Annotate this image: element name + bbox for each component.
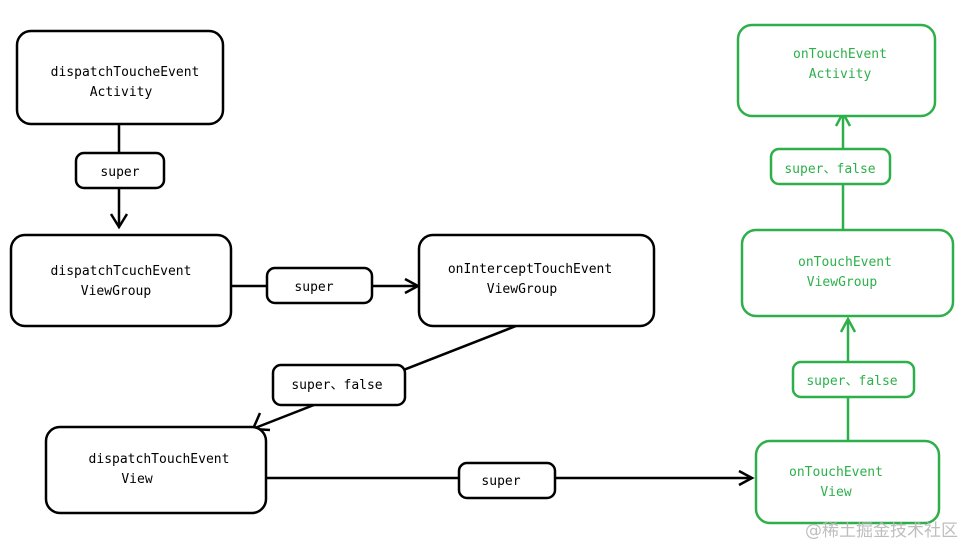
node-ontouch-view: onTouchEvent View — [754, 439, 941, 525]
edge-label-super-false-2: super、false — [769, 147, 892, 186]
edge-label-super-1-text: super — [100, 165, 139, 180]
node-dispatch-activity-line2: Activity — [90, 85, 153, 100]
node-dispatch-activity-line1: dispatchToucheEvent — [51, 65, 200, 80]
edge-label-super-false-3: super、false — [791, 360, 916, 399]
edge-label-super-3: super — [457, 461, 557, 500]
node-intercept-viewgroup: onInterceptTouchEvent ViewGroup — [417, 233, 656, 328]
node-dispatch-activity: dispatchToucheEvent Activity — [15, 29, 225, 126]
arrowhead-right-2 — [738, 469, 755, 487]
node-dispatch-viewgroup: dispatchTcuchEvent ViewGroup — [9, 233, 233, 328]
edge-label-super-3-text: super — [481, 474, 520, 489]
node-ontouch-viewgroup: onTouchEvent ViewGroup — [740, 228, 955, 318]
node-intercept-viewgroup-line2: ViewGroup — [487, 282, 558, 297]
node-dispatch-view-line1: dispatchTouchEvent — [89, 452, 230, 467]
node-ontouch-viewgroup-line2: ViewGroup — [807, 275, 878, 290]
edge-label-super-false-2-text: super、false — [784, 162, 875, 177]
node-dispatch-viewgroup-line1: dispatchTcuchEvent — [51, 264, 192, 279]
node-ontouch-activity-line1: onTouchEvent — [793, 47, 887, 62]
edge-label-super-2-text: super — [294, 280, 333, 295]
edge-label-super-false-1: super、false — [271, 363, 407, 407]
node-dispatch-viewgroup-line2: ViewGroup — [81, 284, 152, 299]
node-ontouch-activity-line2: Activity — [809, 67, 872, 82]
node-ontouch-view-line1: onTouchEvent — [789, 465, 883, 480]
edge-label-super-false-1-text: super、false — [291, 378, 382, 393]
node-ontouch-view-line2: View — [820, 485, 851, 500]
arrowhead-up — [839, 316, 857, 333]
watermark-text: @稀土掘金技术社区 — [805, 521, 958, 541]
node-dispatch-view-line2: View — [121, 472, 152, 487]
edge-label-super-1: super — [74, 151, 166, 190]
node-intercept-viewgroup-line1: onInterceptTouchEvent — [448, 262, 612, 277]
edge-label-super-2: super — [265, 266, 374, 305]
node-ontouch-activity: onTouchEvent Activity — [736, 23, 937, 118]
edge-label-super-false-3-text: super、false — [806, 374, 897, 389]
node-dispatch-view: dispatchTouchEvent View — [44, 425, 268, 515]
node-ontouch-viewgroup-line1: onTouchEvent — [798, 255, 892, 270]
arrowhead-down — [109, 213, 129, 230]
